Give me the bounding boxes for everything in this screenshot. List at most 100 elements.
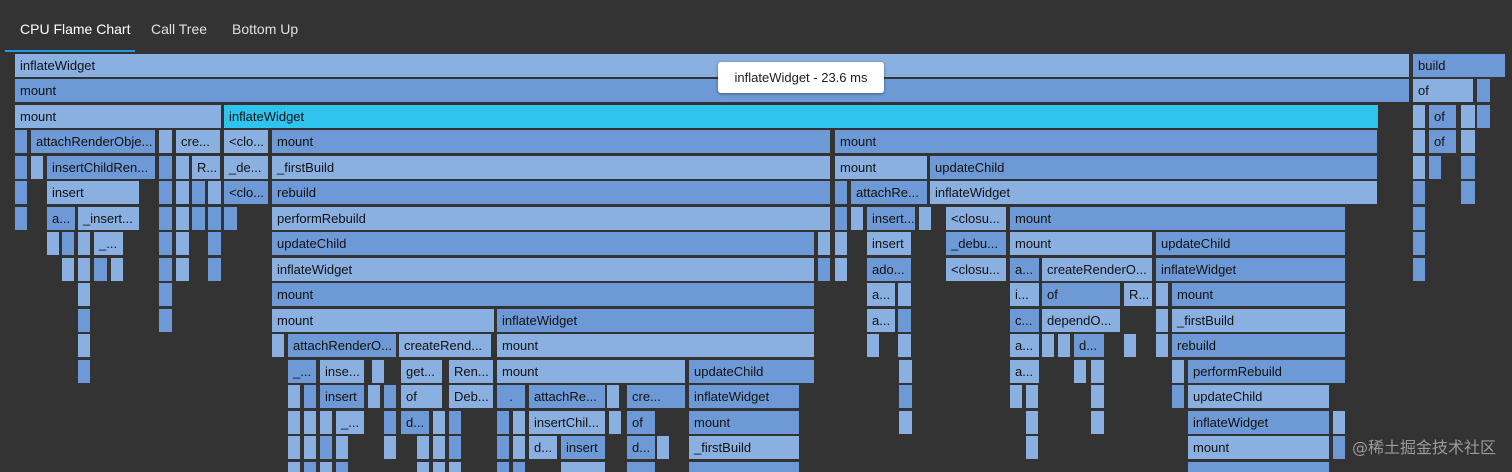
flame-node[interactable]: insert [561,436,605,459]
flame-node-unlabeled[interactable] [497,385,509,408]
flame-node-unlabeled[interactable] [497,436,509,459]
flame-node-unlabeled[interactable] [176,258,189,281]
flame-node[interactable]: _de... [224,156,268,179]
flame-node-unlabeled[interactable] [898,283,911,306]
flame-node[interactable]: get... [401,360,442,383]
flame-node-unlabeled[interactable] [15,156,27,179]
flame-node[interactable]: <closu... [946,258,1006,281]
flame-node-unlabeled[interactable] [1124,334,1136,357]
flame-node-unlabeled[interactable] [1333,436,1345,459]
flame-node[interactable]: a... [47,207,75,230]
flame-node-unlabeled[interactable] [627,462,655,472]
flame-node[interactable]: a... [867,283,895,306]
flame-node[interactable]: updateChild [689,360,814,383]
flame-node[interactable]: inflateWidget [689,385,799,408]
flame-node[interactable]: a... [1010,360,1039,383]
flame-node[interactable]: updateChild [272,232,814,255]
flame-node-unlabeled[interactable] [607,385,619,408]
flame-node[interactable]: mount [1010,232,1152,255]
flame-node-unlabeled[interactable] [898,334,911,357]
flame-node[interactable]: createRend... [399,334,491,357]
flame-node-unlabeled[interactable] [851,207,863,230]
flame-node-unlabeled[interactable] [818,258,830,281]
flame-node[interactable]: mount [835,156,927,179]
flame-node-unlabeled[interactable] [384,411,396,434]
flame-node-unlabeled[interactable] [867,334,879,357]
flame-node-unlabeled[interactable] [835,258,847,281]
flame-node-unlabeled[interactable] [159,130,172,153]
flame-node-unlabeled[interactable] [288,462,300,472]
flame-node-unlabeled[interactable] [176,156,189,179]
flame-node-unlabeled[interactable] [1413,130,1425,153]
flame-node-unlabeled[interactable] [835,232,847,255]
flame-node-unlabeled[interactable] [898,309,911,332]
flame-node[interactable]: rebuild [1172,334,1345,357]
flame-node[interactable]: mount [1188,436,1329,459]
flame-node-unlabeled[interactable] [1413,105,1425,128]
flame-node-unlabeled[interactable] [336,436,348,459]
flame-node[interactable]: insert [867,232,911,255]
flame-node-unlabeled[interactable] [111,258,123,281]
flame-node-unlabeled[interactable] [1477,105,1490,128]
flame-node[interactable]: cre... [627,385,685,408]
flame-node-unlabeled[interactable] [1172,360,1184,383]
flame-node-unlabeled[interactable] [159,181,172,204]
flame-node[interactable]: <clo... [224,181,268,204]
flame-node-unlabeled[interactable] [609,411,621,434]
flame-node[interactable]: inflateWidget [272,258,814,281]
flame-node-unlabeled[interactable] [78,232,90,255]
flame-node[interactable]: build [1413,54,1505,77]
flame-node[interactable]: _... [288,360,316,383]
flame-node-unlabeled[interactable] [433,462,445,472]
flame-node[interactable]: _... [336,411,364,434]
flame-node[interactable]: updateChild [1188,385,1329,408]
flame-node[interactable]: createRenderO... [1042,258,1152,281]
flame-node-unlabeled[interactable] [1413,207,1425,230]
flame-node-unlabeled[interactable] [1429,156,1441,179]
flame-node-unlabeled[interactable] [1042,334,1054,357]
flame-node[interactable]: c... [1010,309,1039,332]
flame-node-unlabeled[interactable] [1026,436,1038,459]
flame-node-unlabeled[interactable] [1413,181,1425,204]
flame-node-unlabeled[interactable] [208,181,221,204]
flame-node-unlabeled[interactable] [513,462,525,472]
flame-node-unlabeled[interactable] [689,462,799,472]
flame-node-unlabeled[interactable] [224,207,237,230]
flame-node-unlabeled[interactable] [1461,181,1475,204]
flame-node-unlabeled[interactable] [78,309,90,332]
flame-node[interactable]: <closu... [946,207,1006,230]
flame-node[interactable]: _debu... [946,232,1006,255]
flame-node[interactable]: R... [1124,283,1152,306]
flame-node[interactable]: mount [835,130,1377,153]
flame-node[interactable]: insert... [867,207,915,230]
flame-node-unlabeled[interactable] [192,207,205,230]
flame-node[interactable]: _firstBuild [272,156,830,179]
flame-node[interactable]: of [1042,283,1120,306]
flame-node-unlabeled[interactable] [304,436,316,459]
flame-node[interactable]: insertChil... [529,411,605,434]
flame-node-unlabeled[interactable] [417,462,429,472]
flame-node-unlabeled[interactable] [78,360,90,383]
flame-node-unlabeled[interactable] [384,385,396,408]
flame-node-unlabeled[interactable] [433,436,445,459]
flame-node-unlabeled[interactable] [288,436,300,459]
flame-node-unlabeled[interactable] [1477,79,1490,102]
flame-node-unlabeled[interactable] [320,462,332,472]
flame-node[interactable]: attachRe... [851,181,927,204]
flame-node[interactable]: performRebuild [1188,360,1345,383]
flame-node[interactable]: attachRenderObje... [31,130,155,153]
flame-node-selected[interactable]: inflateWidget [224,105,1378,128]
flame-node-unlabeled[interactable] [304,462,316,472]
flame-node[interactable]: mount [272,309,494,332]
flame-node[interactable]: rebuild [272,181,830,204]
flame-node-unlabeled[interactable] [15,181,27,204]
flame-node-unlabeled[interactable] [513,411,525,434]
flame-node[interactable]: inflateWidget [1156,258,1345,281]
flame-node[interactable]: of [401,385,442,408]
flame-node[interactable]: d... [529,436,557,459]
flame-node[interactable]: updateChild [930,156,1377,179]
flame-node-unlabeled[interactable] [1461,130,1475,153]
flame-node[interactable]: dependO... [1042,309,1120,332]
flame-node-unlabeled[interactable] [433,411,445,434]
